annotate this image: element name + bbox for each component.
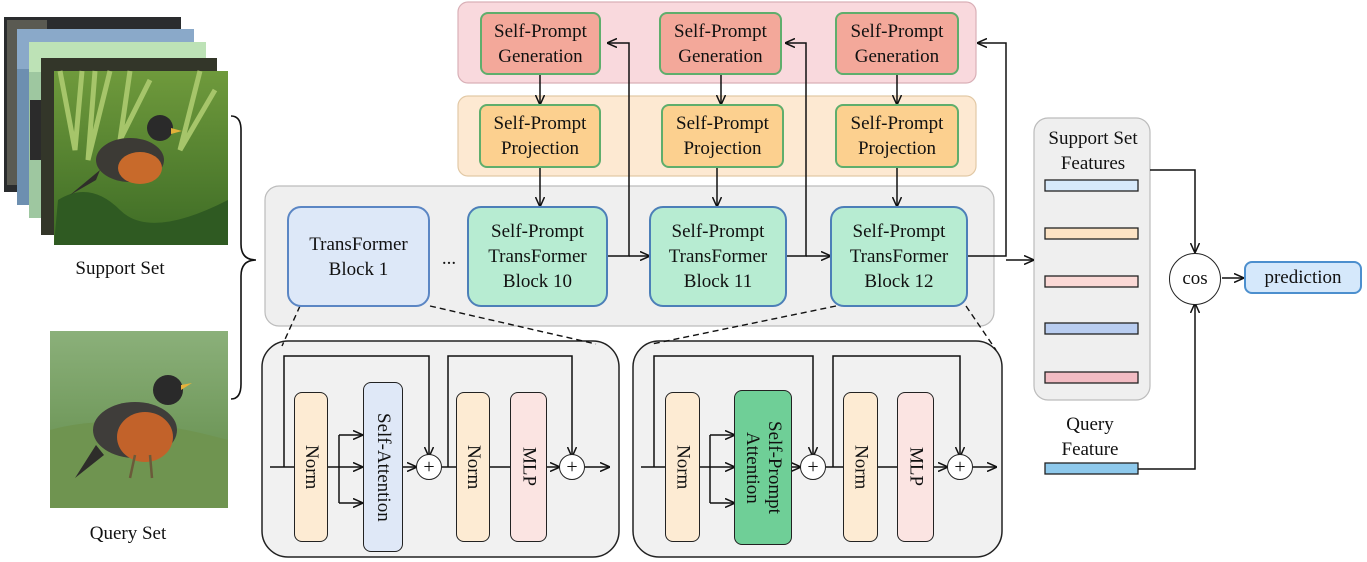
norm-box: Norm	[665, 392, 700, 542]
support-feature-bar	[1044, 371, 1139, 384]
support-features-title: Support Set Features	[1048, 128, 1138, 174]
self-prompt-block-wiring	[641, 355, 996, 503]
generation-label-line1: Self-Prompt	[494, 20, 587, 42]
query-feature-label-line2: Feature	[1061, 439, 1119, 460]
block12-label: Block 12	[864, 271, 934, 292]
support-feature-bar	[1044, 275, 1139, 288]
generation-label-line2: Generation	[498, 45, 583, 67]
generation-label-line2: Generation	[854, 45, 940, 67]
residual-add-icon: +	[947, 454, 973, 480]
query-feature-label-line1: Query	[1066, 414, 1114, 435]
projection-label-line2: Projection	[857, 138, 937, 159]
self-attention-label: Self-Attention	[373, 412, 394, 522]
norm-box: Norm	[843, 392, 878, 542]
plus-sign: +	[423, 455, 435, 478]
residual-add-icon: +	[416, 454, 442, 480]
generation-label-line1: Self-Prompt	[674, 20, 767, 42]
mlp-label: MLP	[905, 447, 927, 487]
mlp-label: MLP	[518, 447, 540, 487]
support-feature-bar	[1044, 227, 1139, 240]
residual-add-icon: +	[559, 454, 585, 480]
block1-label-line1: TransFormer	[309, 233, 408, 255]
ellipsis: ...	[441, 248, 457, 269]
projection-label-line1: Self-Prompt	[850, 113, 944, 134]
support-feature-bar	[1044, 322, 1139, 335]
sp-label-line2: TransFormer	[668, 246, 768, 267]
block11-label: Block 11	[683, 271, 753, 292]
block10-label: Block 10	[502, 271, 573, 292]
sp-label-line1: Self-Prompt	[671, 221, 765, 242]
support-feature-bar	[1044, 179, 1139, 192]
self-prompt-attention-box: Self-Prompt Attention	[734, 390, 792, 545]
sp-label-line1: Self-Prompt	[491, 221, 584, 242]
norm-label: Norm	[850, 444, 872, 490]
projection-label-line1: Self-Prompt	[676, 113, 769, 134]
projection-label-line2: Projection	[683, 138, 762, 159]
norm-label: Norm	[672, 444, 694, 490]
norm-label: Norm	[463, 444, 484, 490]
query-set-label: Query Set	[89, 523, 167, 544]
generation-label-line2: Generation	[678, 45, 763, 67]
sp-label-line2: TransFormer	[849, 246, 949, 267]
plus-sign: +	[807, 455, 819, 478]
vit-block-wiring	[270, 355, 609, 503]
support-robin-image	[54, 70, 228, 245]
prediction-label: prediction	[1264, 266, 1342, 288]
self-prompt-attention-label: Self-Prompt Attention	[742, 421, 785, 514]
query-feature-bar	[1044, 462, 1139, 475]
projection-label-line1: Self-Prompt	[493, 113, 587, 134]
norm-label: Norm	[301, 444, 322, 490]
input-brace	[230, 115, 257, 400]
norm-box: Norm	[456, 392, 490, 542]
sp-label-line2: TransFormer	[488, 246, 587, 267]
cosine-similarity-node: cos	[1169, 253, 1221, 305]
mlp-box: MLP	[510, 392, 547, 542]
projection-label-line2: Projection	[500, 138, 580, 159]
query-robin-image	[50, 331, 228, 508]
generation-label-line1: Self-Prompt	[850, 20, 944, 42]
block1-label-line2: Block 1	[328, 258, 389, 280]
cos-label: cos	[1182, 268, 1208, 289]
support-set-label: Support Set	[75, 258, 165, 279]
sp-label-line1: Self-Prompt	[852, 221, 946, 242]
plus-sign: +	[566, 455, 578, 478]
plus-sign: +	[954, 455, 966, 478]
self-attention-box: Self-Attention	[363, 382, 403, 552]
residual-add-icon: +	[800, 454, 826, 480]
mlp-box: MLP	[897, 392, 934, 542]
prediction-box: prediction	[1244, 261, 1362, 294]
norm-box: Norm	[294, 392, 328, 542]
